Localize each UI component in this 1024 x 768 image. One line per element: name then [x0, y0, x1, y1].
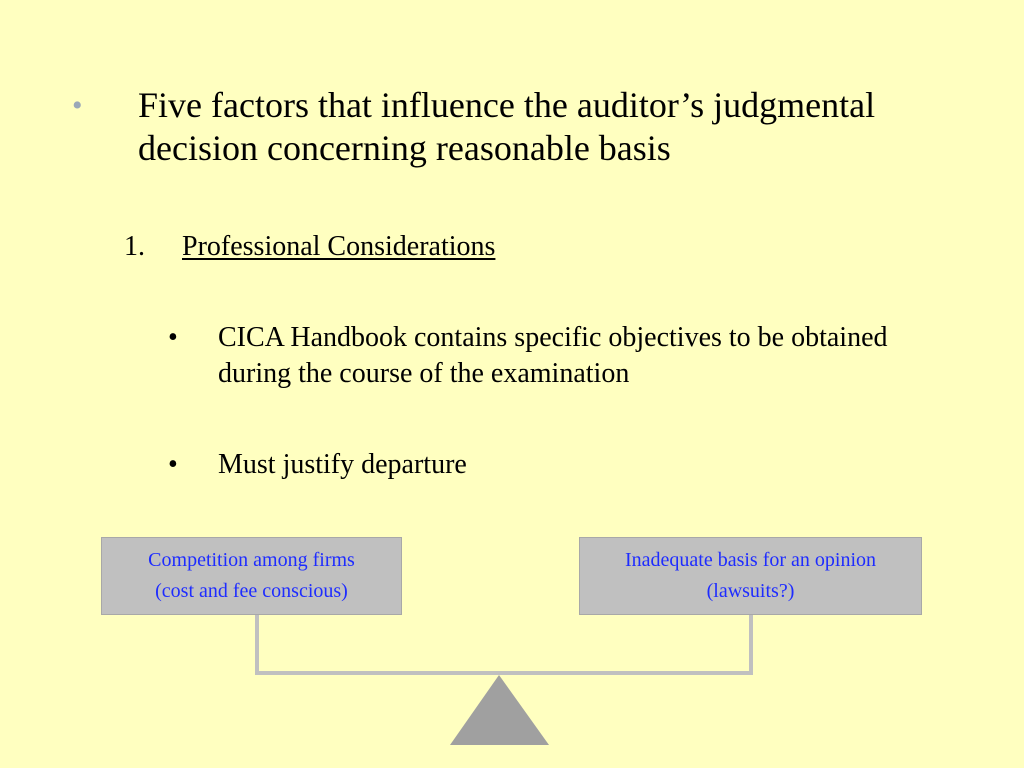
left-pan-box: Competition among firms (cost and fee co…	[101, 537, 402, 615]
right-box-line2: (lawsuits?)	[706, 580, 795, 602]
sub-bullet-text: CICA Handbook contains specific objectiv…	[218, 322, 888, 389]
left-box-line2: (cost and fee conscious)	[155, 580, 348, 602]
bullet-marker: •	[168, 322, 178, 353]
bullet-marker: •	[168, 449, 178, 480]
right-box-line1: Inadequate basis for an opinion	[624, 549, 877, 571]
bullet-marker: •	[72, 89, 83, 122]
item-number: 1.	[124, 231, 145, 262]
scale-beam	[255, 615, 753, 675]
item-heading: Professional Considerations	[182, 231, 496, 262]
sub-bullet-text: Must justify departure	[218, 449, 467, 480]
right-pan-box: Inadequate basis for an opinion (lawsuit…	[579, 537, 922, 615]
fulcrum-triangle	[450, 675, 549, 745]
left-box-line1: Competition among firms	[148, 549, 355, 571]
main-bullet-text: Five factors that influence the auditor’…	[138, 85, 876, 168]
